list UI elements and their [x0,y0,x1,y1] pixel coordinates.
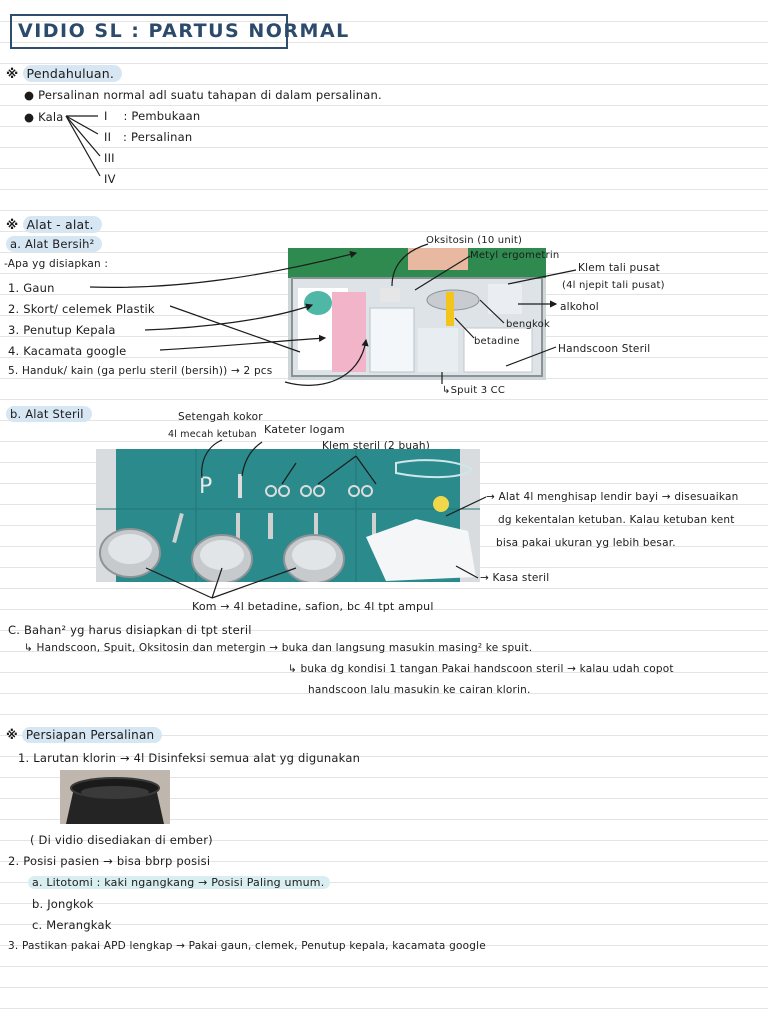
label-alkohol: alkohol [560,301,599,313]
label-setengah: Setengah kokor [178,411,263,423]
kala-item-1: I : Pembukaan [104,109,201,123]
heading-label: Pendahuluan. [22,65,123,82]
photo-alat-steril: P [96,449,480,582]
section-alat-heading: ※ Alat - alat. [6,216,102,233]
sub-c-line-3: handscoon lalu masukin ke cairan klorin. [308,684,531,696]
label-oksitosin: Oksitosin (10 unit) [426,235,523,246]
label-betadine: betadine [474,336,520,347]
persiapan-item-2: 2. Posisi pasien → bisa bbrp posisi [8,854,211,868]
sub-c-line-2: ↳ buka dg kondisi 1 tangan Pakai handsco… [288,663,674,675]
persiapan-item-2c: c. Merangkak [32,918,112,932]
list-a-2: 2. Skort/ celemek Plastik [8,302,155,316]
label-alat-hisap-3: bisa pakai ukuran yg lebih besar. [496,537,676,549]
label-kom: Kom → 4l betadine, safion, bc 4l tpt amp… [192,600,434,613]
kala-label: Kala [38,110,64,124]
bullet-persalinan: ● Persalinan normal adl suatu tahapan di… [24,88,382,102]
label-handscoon: Handscoon Steril [558,343,651,355]
sterile-tray-illustration: P [96,449,480,582]
svg-text:P: P [199,474,212,499]
bucket-caption: ( Di vidio disediakan di ember) [30,833,213,847]
label-alat-hisap-2: dg kekentalan ketuban. Kalau ketuban ken… [498,514,735,526]
persiapan-item-3: 3. Pastikan pakai APD lengkap → Pakai ga… [8,940,486,952]
apa-yg-disiapkan: -Apa yg disiapkan : [4,258,109,270]
sub-b-heading: b. Alat Steril [6,406,92,422]
bullet-kala: ● Kala [24,110,64,124]
sub-c-line-1: ↳ Handscoon, Spuit, Oksitosin dan meterg… [24,642,533,654]
heading-label: Persiapan Persalinan [21,727,163,743]
photo-ember-klorin [60,770,170,824]
section-persiapan-heading: ※ Persiapan Persalinan [6,727,163,743]
persiapan-item-1: 1. Larutan klorin → 4l Disinfeksi semua … [18,751,361,765]
list-a-5: 5. Handuk/ kain (ga perlu steril (bersih… [8,365,273,377]
bullet-text: Persalinan normal adl suatu tahapan di d… [38,88,382,102]
persiapan-item-2a: a. Litotomi : kaki ngangkang → Posisi Pa… [28,876,331,889]
asterisk-icon: ※ [6,217,19,232]
section-pendahuluan-heading: ※ Pendahuluan. [6,65,123,82]
title-box [10,14,288,49]
list-a-4: 4. Kacamata google [8,344,127,358]
list-a-1: 1. Gaun [8,281,55,295]
label-kasa: → Kasa steril [480,572,550,584]
sub-c-heading: C. Bahan² yg harus disiapkan di tpt ster… [8,623,252,637]
bucket-illustration [60,770,170,824]
label-alat-hisap-1: → Alat 4l menghisap lendir bayi → disesu… [486,491,739,503]
label-kateter: Kateter logam [264,423,345,436]
heading-label: Alat - alat. [22,216,102,233]
kala-item-4: IV [104,172,116,186]
label-klem-note: (4l njepit tali pusat) [562,280,665,291]
persiapan-item-2b: b. Jongkok [32,897,94,911]
kala-item-3: III [104,151,115,165]
kala-item-2: II : Persalinan [104,130,193,144]
asterisk-icon: ※ [6,728,18,742]
sub-a-heading: a. Alat Bersih² [6,236,103,252]
bullet-dot-icon: ● [24,88,35,102]
bullet-dot-icon: ● [24,110,35,124]
label-spuit: ↳Spuit 3 CC [442,385,506,396]
label-klem: Klem tali pusat [578,262,660,274]
return-arrow-icon: ↳ [442,385,451,396]
label-setengah-note: 4l mecah ketuban [168,429,257,440]
page-title: VIDIO SL : PARTUS NORMAL [18,20,350,42]
photo-alat-bersih [288,248,546,380]
list-a-3: 3. Penutup Kepala [8,323,116,337]
asterisk-icon: ※ [6,66,19,81]
tray-illustration [288,248,546,380]
label-bengkok: bengkok [506,319,550,330]
label-metyl: Metyl ergometrin [470,250,560,261]
